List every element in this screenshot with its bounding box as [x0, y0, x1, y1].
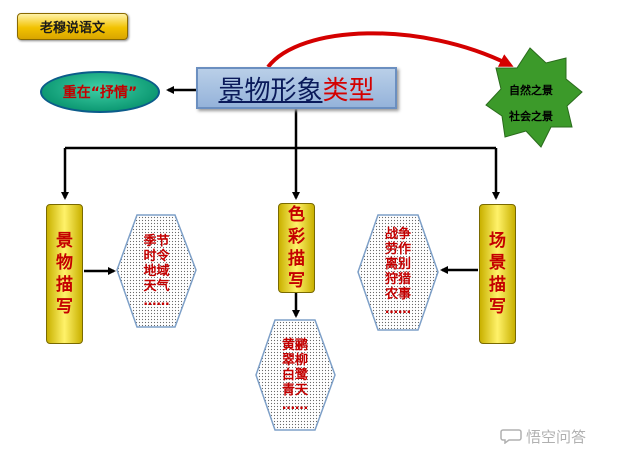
middle-hex-shape [255, 319, 336, 431]
left-hex-item: …… [143, 293, 170, 309]
right-hex-shape [357, 214, 439, 331]
right-hex-item: …… [385, 302, 411, 317]
left-hex-item: 天气 [143, 278, 170, 294]
star-line1: 自然之景 [509, 83, 553, 97]
left-hex-item: 时令 [143, 248, 170, 264]
middle-hex-item: 白鹭 [281, 367, 308, 383]
central-topic: 景物形象类型 [196, 67, 397, 109]
middle-hex-item: 翠柳 [281, 352, 308, 368]
middle-box-char: 描 [288, 249, 305, 269]
curved-arrow [266, 31, 514, 69]
right-hex-item: 离别 [384, 257, 411, 272]
star-shape [485, 47, 583, 148]
author-badge: 老穆说语文 [17, 13, 128, 40]
right-box-char: 场 [489, 231, 506, 251]
right-hex-item: 农事 [384, 287, 411, 302]
middle-box-char: 写 [288, 271, 305, 291]
right-box-char: 景 [489, 253, 506, 273]
right-category-box: 场 景 描 写 [479, 204, 516, 344]
emphasis-oval: 重在“抒情” [40, 71, 160, 113]
middle-box-char: 色 [288, 205, 305, 225]
left-hex-item: 季节 [143, 233, 170, 249]
left-hex-shape [116, 214, 197, 328]
left-category-box: 景 物 描 写 [46, 204, 83, 344]
right-hex-item: 战争 [384, 227, 411, 242]
chat-bubble-icon [500, 429, 522, 444]
right-box-char: 写 [489, 297, 506, 317]
right-hex-item: 狩猎 [384, 272, 411, 287]
right-hex-text: 战争 劳作 离别 狩猎 农事 …… [366, 220, 430, 324]
middle-hex-item: …… [282, 397, 308, 413]
middle-box-char: 彩 [288, 227, 305, 247]
middle-hex-text: 黄鹂 翠柳 白鹭 青天 …… [263, 327, 327, 423]
left-box-char: 描 [56, 275, 73, 295]
right-hex-item: 劳作 [384, 242, 411, 257]
middle-hex-item: 青天 [281, 382, 308, 398]
left-hex-text: 季节 时令 地域 天气 …… [125, 222, 188, 320]
left-box-char: 写 [56, 297, 73, 317]
central-title-part2: 类型 [322, 75, 375, 106]
middle-hex-item: 黄鹂 [281, 337, 308, 353]
watermark: 悟空问答 [500, 423, 620, 449]
star-line2: 社会之景 [508, 109, 553, 123]
watermark-text: 悟空问答 [526, 427, 587, 446]
middle-category-box: 色 彩 描 写 [278, 203, 315, 293]
right-box-char: 描 [489, 275, 506, 295]
left-hex-item: 地域 [143, 263, 170, 279]
left-box-char: 景 [56, 231, 73, 251]
left-box-char: 物 [56, 253, 73, 273]
central-title-part1: 景物形象 [218, 75, 323, 106]
